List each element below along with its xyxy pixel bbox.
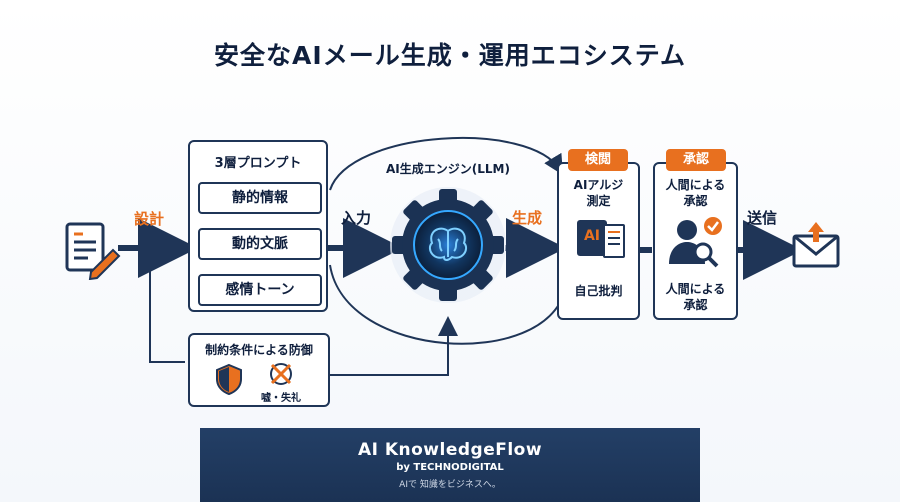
constraint-to-engine-line [330,316,458,376]
constraint-box-title: 制約条件による防御 [205,343,313,357]
engine-gear [390,187,506,303]
approval-badge: 承認 [666,149,726,171]
three-layer-prompt-box: 3層プロンプト 静的情報 動的文脈 感情トーン [188,140,328,312]
shield-icon [216,363,242,395]
engine-loop-arc [329,137,564,191]
engine-loop-arc-bottom [329,264,566,345]
inspection-box: AIアルジ 測定 AI 自己批判 [557,162,640,320]
constraint-defense-box: 制約条件による防御 嘘・失礼 [188,333,330,407]
ai-document-icon: AI [577,220,607,256]
prompt-box-title: 3層プロンプト [214,156,302,171]
no-lie-icon [270,363,292,385]
approval-bottom-line1: 人間による [665,282,726,296]
ai-icon-text: AI [583,228,601,244]
send-label: 送信 [746,209,777,227]
footer-by: by TECHNODIGITAL [396,462,504,473]
document-pen-icon [65,222,121,280]
prompt-layer-dynamic: 動的文脈 [198,228,322,260]
footer-tagline: AIで 知識をビジネスへ。 [399,480,501,490]
input-label: 入力 [340,209,371,227]
page-title: 安全なAIメール生成・運用エコシステム [214,41,686,70]
prompt-layer-emotion: 感情トーン [198,274,322,306]
inspection-line2: 測定 [586,194,611,208]
constraint-feedback-line [149,252,185,363]
mail-send-icon [792,222,840,268]
inspection-line1: AIアルジ [573,178,624,192]
footer-brand: AI KnowledgeFlow [357,440,543,460]
approval-bottom-line2: 承認 [683,298,708,312]
approval-top-line1: 人間による [665,178,726,192]
paper-icon [603,224,625,258]
prompt-layer-static: 静的情報 [198,182,322,214]
inspection-bottom-label: 自己批判 [574,284,623,298]
inspection-badge: 検閲 [568,149,628,171]
engine-label: AI生成エンジン(LLM) [386,162,510,176]
constraint-item-label: 嘘・失礼 [261,393,301,404]
approval-top-line2: 承認 [683,194,708,208]
generate-label: 生成 [511,209,542,227]
footer-banner: AI KnowledgeFlow by TECHNODIGITAL AIで 知識… [200,428,700,502]
human-approval-icon [669,217,722,268]
design-label: 設計 [133,210,164,228]
approval-box: 人間による 承認 人間による 承認 [653,162,738,320]
